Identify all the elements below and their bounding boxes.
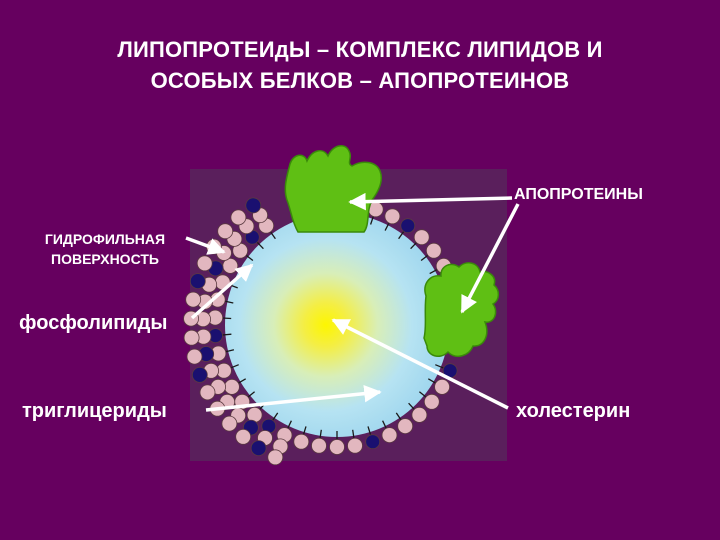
cholesterol-molecule (245, 197, 262, 214)
page-title: ЛИПОПРОТЕИдЫ – КОМПЛЕКС ЛИПИДОВ И ОСОБЫХ… (0, 34, 720, 96)
arrow-apo-top (348, 192, 513, 211)
phospholipid-head (413, 229, 430, 246)
phospholipid-head (217, 223, 234, 240)
label-apoproteins: АПОПРОТЕИНЫ (514, 186, 643, 203)
phospholipid-head (423, 393, 440, 410)
title-line-2: ОСОБЫХ БЕЛКОВ – АПОПРОТЕИНОВ (150, 68, 570, 93)
cholesterol-molecule (365, 434, 381, 450)
arrow-triglycerides (205, 384, 382, 412)
cholesterol-molecule (189, 273, 206, 290)
label-cholesterol: холестерин (516, 400, 631, 422)
phospholipid-head (411, 406, 428, 423)
phospholipid-head (223, 378, 240, 395)
phospholipid-head (347, 437, 363, 454)
label-triglycerides: триглицериды (22, 400, 167, 422)
arrow-apo-right (460, 203, 520, 314)
phospholipid-head (196, 255, 213, 272)
phospholipid-head (425, 242, 442, 259)
phospholipid-head (199, 384, 216, 401)
phospholipid-head (293, 433, 310, 450)
phospholipid-head (183, 329, 200, 346)
phospholipid-head (311, 437, 327, 454)
phospholipid-head (185, 291, 202, 308)
label-hydrophilic-surface: ГИДРОФИЛЬНАЯ ПОВЕРХНОСТЬ (20, 229, 190, 269)
arrow-cholesterol (331, 318, 509, 410)
title-line-1: ЛИПОПРОТЕИдЫ – КОМПЛЕКС ЛИПИДОВ И (117, 37, 603, 62)
cholesterol-molecule (400, 218, 416, 234)
phospholipid-head (230, 209, 247, 226)
cholesterol-molecule (191, 366, 208, 383)
phospholipid-head (384, 208, 401, 225)
phospholipid-head (221, 415, 238, 432)
phospholipid-head (186, 348, 203, 365)
label-phospholipids: фосфолипиды (19, 312, 168, 334)
phospholipid-head (267, 449, 284, 466)
label-hydrophilic-line1: ГИДРОФИЛЬНАЯ (44, 231, 166, 247)
phospholipid-head (397, 418, 414, 435)
apoprotein-top (284, 144, 383, 233)
phospholipid-head (434, 378, 451, 395)
phospholipid-head (381, 427, 398, 444)
phospholipid-head (329, 439, 345, 455)
apoprotein-right (423, 262, 500, 357)
arrow-phospholipids (190, 263, 254, 320)
phospholipid-head (235, 428, 252, 445)
label-hydrophilic-line2: ПОВЕРХНОСТЬ (51, 251, 159, 267)
arrow-surface (185, 236, 226, 255)
cholesterol-molecule (250, 440, 267, 457)
